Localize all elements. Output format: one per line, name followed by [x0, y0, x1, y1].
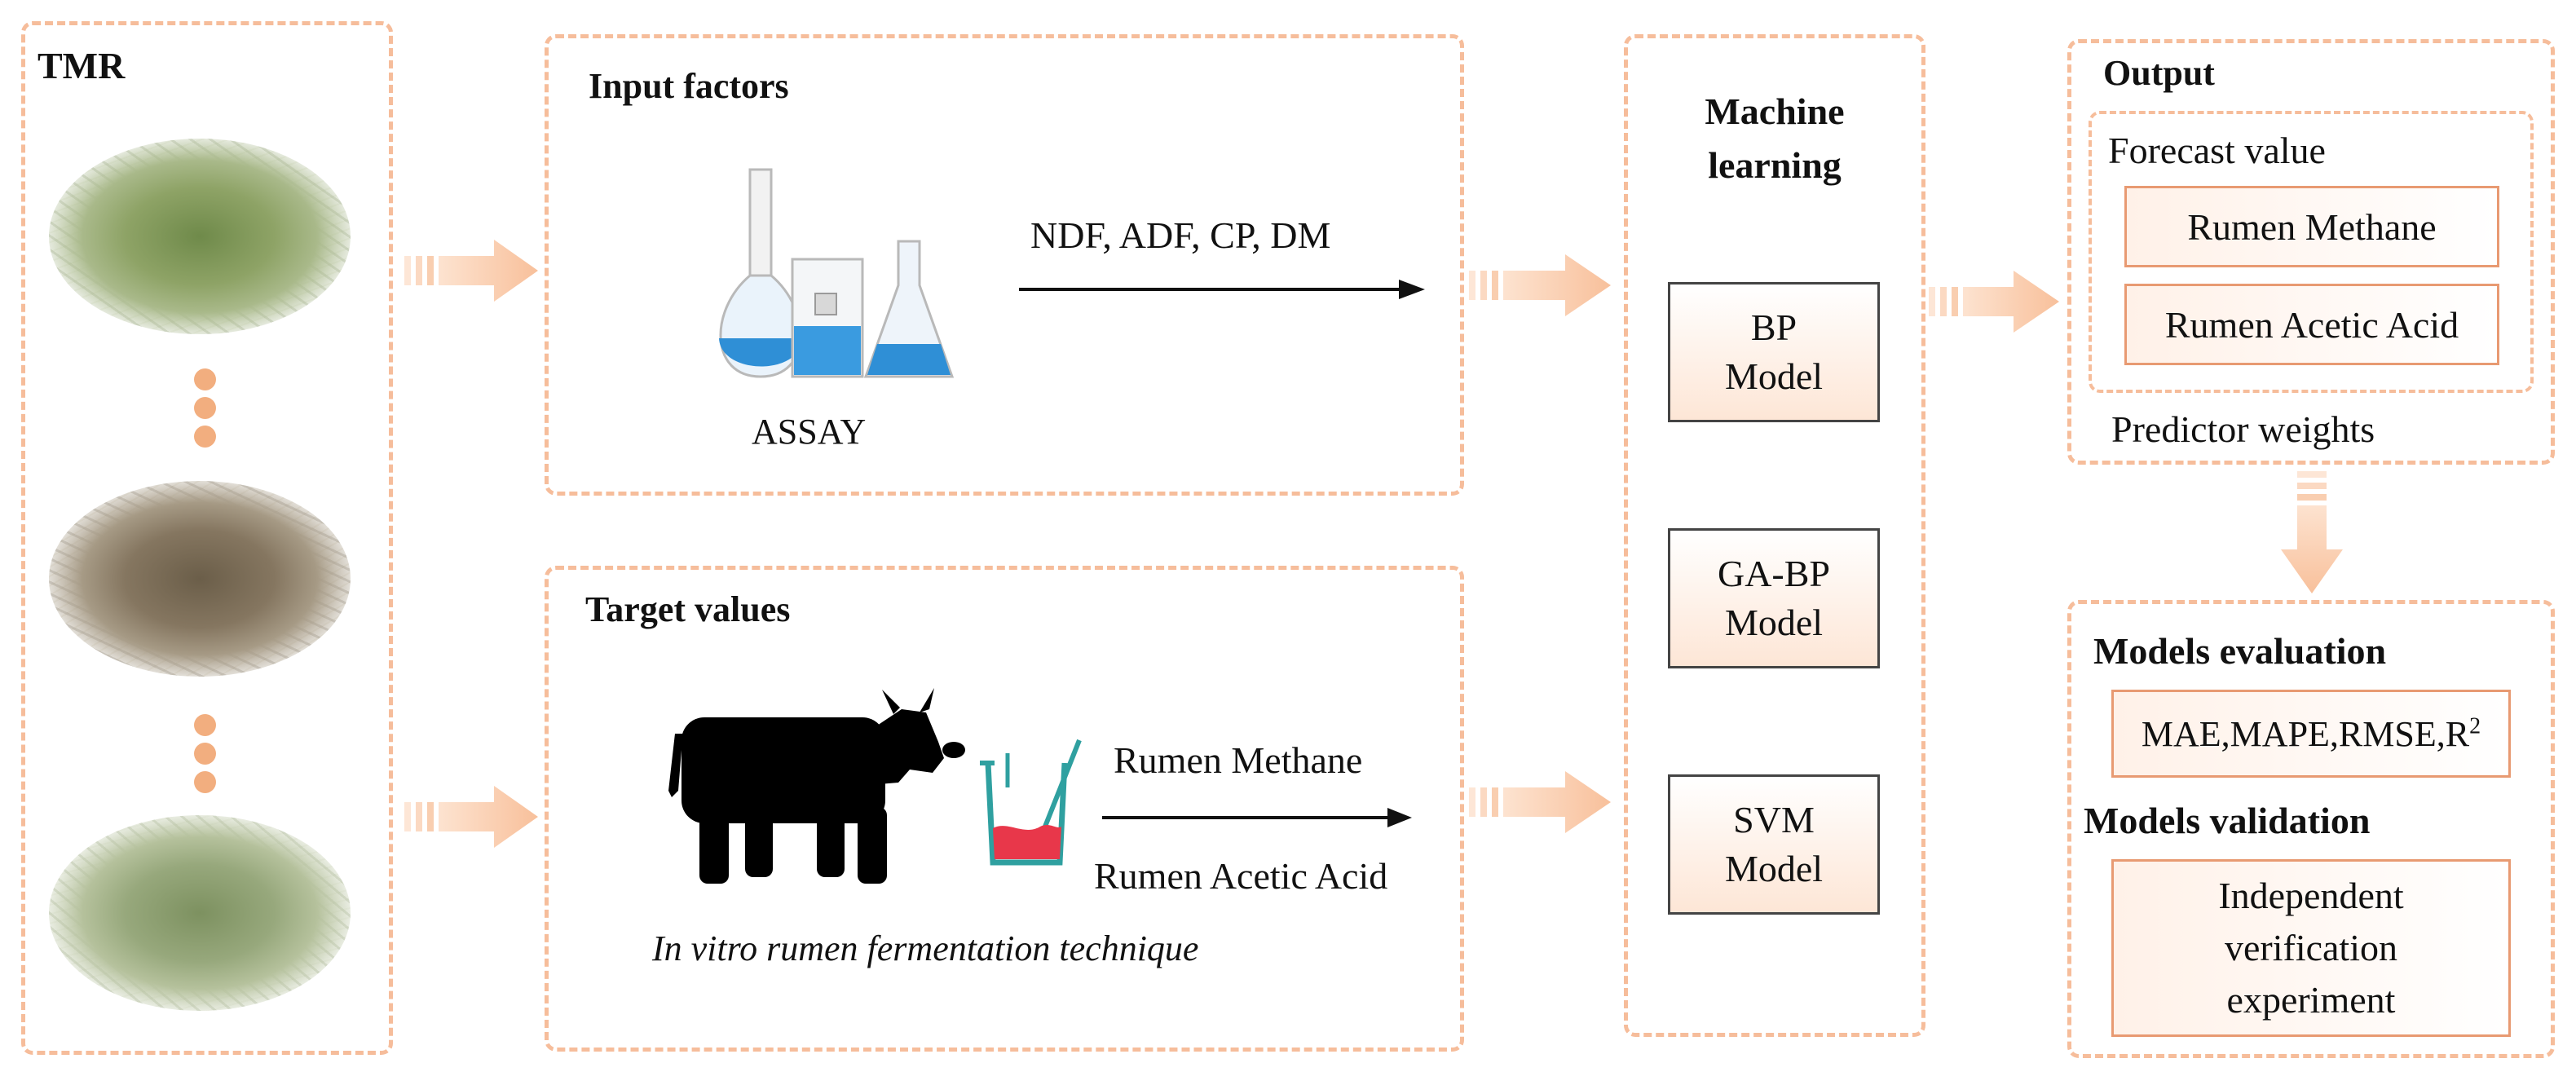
models-validation-title: Models validation [2084, 800, 2371, 841]
output-title: Output [2103, 53, 2215, 93]
evaluation-panel [2067, 600, 2555, 1058]
flow-arrow-input-to-ml [1469, 254, 1611, 316]
tmr-sample-image-1 [49, 139, 351, 334]
metrics-box: MAE,MAPE,RMSE,R2 [2111, 690, 2511, 778]
ellipsis-dot [194, 714, 216, 736]
tmr-sample-image-3 [49, 815, 351, 1011]
ga-bp-model-box: GA-BP Model [1668, 528, 1880, 668]
forecast-item-label: Rumen Methane [2187, 205, 2437, 248]
flow-arrow-ml-to-output [1929, 271, 2059, 333]
input-factors-panel [545, 34, 1464, 496]
metrics-superscript: 2 [2469, 712, 2481, 739]
target-values-title: Target values [585, 589, 791, 629]
assay-label: ASSAY [752, 412, 867, 452]
models-evaluation-title: Models evaluation [2093, 630, 2387, 672]
input-factors-list: NDF, ADF, CP, DM [1030, 214, 1331, 256]
cow-icon [668, 688, 965, 884]
flow-arrow-output-to-evaluation [2281, 471, 2343, 593]
model-line1: GA-BP [1717, 553, 1831, 594]
model-line1: BP [1750, 307, 1797, 348]
machine-learning-panel [1624, 34, 1925, 1037]
flow-arrow-tmr-to-input [404, 240, 538, 302]
ellipsis-dot [194, 771, 216, 793]
target-values-arrow [1102, 808, 1412, 827]
flow-arrow-tmr-to-target [404, 786, 538, 848]
output-panel [2067, 39, 2555, 465]
target-output-methane: Rumen Methane [1114, 739, 1363, 781]
target-values-panel [545, 566, 1464, 1052]
tmr-panel [21, 21, 393, 1055]
input-factors-arrow [1019, 280, 1425, 299]
model-line1: SVM [1733, 799, 1815, 840]
forecast-item-acetic-acid: Rumen Acetic Acid [2124, 284, 2499, 365]
ml-title-line2: learning [1708, 144, 1842, 186]
target-output-acetic-acid: Rumen Acetic Acid [1094, 855, 1388, 897]
ellipsis-dot [194, 368, 216, 390]
metrics-label: MAE,MAPE,RMSE,R2 [2142, 713, 2481, 755]
tmr-title: TMR [37, 45, 126, 86]
metrics-text: MAE,MAPE,RMSE,R [2141, 713, 2470, 754]
fermentation-beaker-icon [980, 739, 1082, 866]
predictor-weights-label: Predictor weights [2111, 408, 2375, 450]
ellipsis-dot [194, 397, 216, 419]
forecast-item-label: Rumen Acetic Acid [2164, 303, 2459, 346]
model-line2: Model [1724, 602, 1824, 643]
validation-line2: verification [2224, 927, 2397, 968]
ellipsis-dot [194, 426, 216, 448]
validation-line1: Independent [2218, 875, 2404, 916]
ellipsis-dot [194, 743, 216, 765]
validation-line3: experiment [2226, 979, 2396, 1021]
flow-arrow-target-to-ml [1469, 771, 1611, 833]
ml-title-line1: Machine [1705, 90, 1845, 132]
input-factors-title: Input factors [589, 66, 789, 106]
technique-caption: In vitro rumen fermentation technique [652, 928, 1199, 968]
forecast-item-methane: Rumen Methane [2124, 186, 2499, 267]
validation-box: Independent verification experiment [2111, 859, 2511, 1037]
lab-glassware-icon [719, 168, 955, 378]
model-line2: Model [1724, 848, 1824, 889]
svm-model-box: SVM Model [1668, 774, 1880, 915]
model-line2: Model [1724, 355, 1824, 397]
tmr-sample-image-2 [49, 481, 351, 677]
bp-model-box: BP Model [1668, 282, 1880, 422]
forecast-label: Forecast value [2108, 130, 2326, 171]
forecast-panel [2089, 111, 2534, 393]
